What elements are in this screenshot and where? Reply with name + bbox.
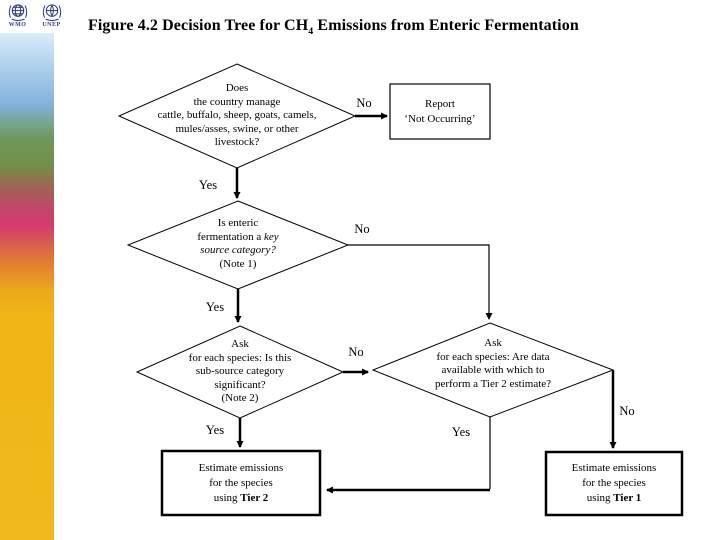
text-segment: using: [586, 492, 614, 504]
report-not-occurring-text: Report ‘Not Occurring’: [390, 84, 490, 139]
text-segment: for each species: Are data: [436, 350, 550, 363]
text-segment: for the species: [582, 477, 646, 489]
node-text-line: available with which to: [383, 364, 603, 378]
text-segment: Is enteric: [217, 217, 259, 229]
box-estimate-tier2: [160, 449, 322, 517]
label-yes-2: Yes: [205, 300, 225, 314]
node-text-line: using Tier 1: [546, 491, 682, 506]
node-text-line: Estimate emissions: [162, 461, 320, 476]
node-text-line: significant?: [140, 379, 340, 393]
unep-emblem-icon: [42, 4, 61, 22]
diamond-key-source-category: [126, 200, 350, 290]
node-text-line: livestock?: [122, 136, 352, 150]
node-text-line: Is enteric: [138, 217, 338, 231]
text-segment: mules/asses, swine, or other: [175, 122, 299, 135]
text-segment: source category?: [200, 244, 276, 256]
diamond-manage-livestock: [117, 63, 357, 169]
text-segment: Emissions from Enteric Fermentation: [313, 17, 579, 34]
text-segment: the country manage: [193, 95, 281, 108]
text-segment: sub-source category: [195, 365, 285, 377]
label-yes-1: Yes: [198, 178, 218, 192]
node-text-line: Estimate emissions: [546, 461, 682, 476]
text-segment: for each species: Is this: [188, 351, 292, 364]
text-segment: fermentation a: [197, 230, 264, 243]
text-segment: Ask: [231, 338, 249, 350]
box-estimate-tier1: [544, 450, 684, 517]
label-no-4: No: [619, 404, 635, 418]
box-report-not-occurring: [389, 83, 491, 140]
node-text-line: Ask: [383, 337, 603, 351]
text-segment: significant?: [214, 378, 266, 391]
label-yes-3: Yes: [205, 423, 225, 437]
text-segment: using: [213, 491, 241, 504]
node-text-line: perform a Tier 2 estimate?: [383, 378, 603, 392]
node-text-line: (Note 1): [138, 258, 338, 272]
text-segment: ‘Not Occurring’: [404, 112, 476, 125]
node-text-line: the country manage: [122, 96, 352, 110]
diamond-tier2-data-available: [371, 322, 615, 418]
text-segment: for the species: [209, 476, 273, 489]
text-segment: 4: [308, 26, 314, 38]
label-no-2: No: [354, 222, 370, 236]
text-segment: cattle, buffalo, sheep, goats, camels,: [157, 109, 317, 121]
estimate-tier2-text: Estimate emissions for the species using T…: [162, 451, 320, 515]
figure-title: Figure 4.2 Decision Tree for CH4 Emissio…: [88, 17, 579, 38]
text-segment: available with which to: [441, 364, 545, 376]
text-segment: Report: [425, 97, 455, 110]
estimate-tier1-text: Estimate emissions for the species using T…: [546, 452, 682, 515]
unep-logo-label: UNEP: [42, 22, 61, 28]
arrow-no-d2-d4: [348, 244, 493, 321]
text-segment: Estimate emissions: [198, 461, 284, 474]
node-text-line: ‘Not Occurring’: [390, 112, 490, 127]
text-segment: Ask: [484, 337, 502, 349]
text-segment: (Note 2): [221, 392, 259, 404]
node-text-line: using Tier 2: [162, 491, 320, 506]
text-segment: key: [263, 230, 279, 243]
node-text-line: Ask: [140, 338, 340, 352]
label-no-1: No: [356, 96, 372, 110]
node-text-line: (Note 2): [140, 392, 340, 406]
node-text-line: source category?: [138, 244, 338, 258]
unep-logo: UNEP: [36, 2, 67, 32]
text-segment: Does: [225, 82, 249, 94]
node-text-line: for the species: [546, 476, 682, 491]
wmo-globe-icon: [8, 4, 27, 22]
text-segment: perform a Tier 2 estimate?: [434, 377, 552, 390]
node-text-line: for each species: Are data: [383, 351, 603, 365]
label-no-3: No: [348, 345, 364, 359]
node-text-line: Does: [122, 82, 352, 96]
label-yes-4: Yes: [451, 425, 471, 439]
text-segment: livestock?: [214, 136, 260, 148]
text-segment: (Note 1): [219, 257, 257, 270]
node-text-line: Report: [390, 97, 490, 112]
logo-group: WMO UNEP: [2, 2, 68, 32]
text-segment: Estimate emissions: [571, 462, 657, 474]
text-segment: Tier 2: [240, 491, 269, 504]
node-text-line: for each species: Is this: [140, 352, 340, 366]
wmo-logo-label: WMO: [8, 22, 27, 28]
diamond-subsource-significant: [135, 325, 345, 419]
wmo-logo: WMO: [2, 2, 33, 32]
node-text-line: sub-source category: [140, 365, 340, 379]
text-segment: Figure 4.2 Decision Tree for CH: [88, 17, 309, 34]
node-text-line: for the species: [162, 476, 320, 491]
node-text-line: cattle, buffalo, sheep, goats, camels,: [122, 109, 352, 123]
node-text-line: mules/asses, swine, or other: [122, 123, 352, 137]
node-text-line: fermentation a key: [138, 231, 338, 245]
text-segment: Tier 1: [613, 492, 642, 504]
left-gradient-bar: [0, 33, 54, 540]
